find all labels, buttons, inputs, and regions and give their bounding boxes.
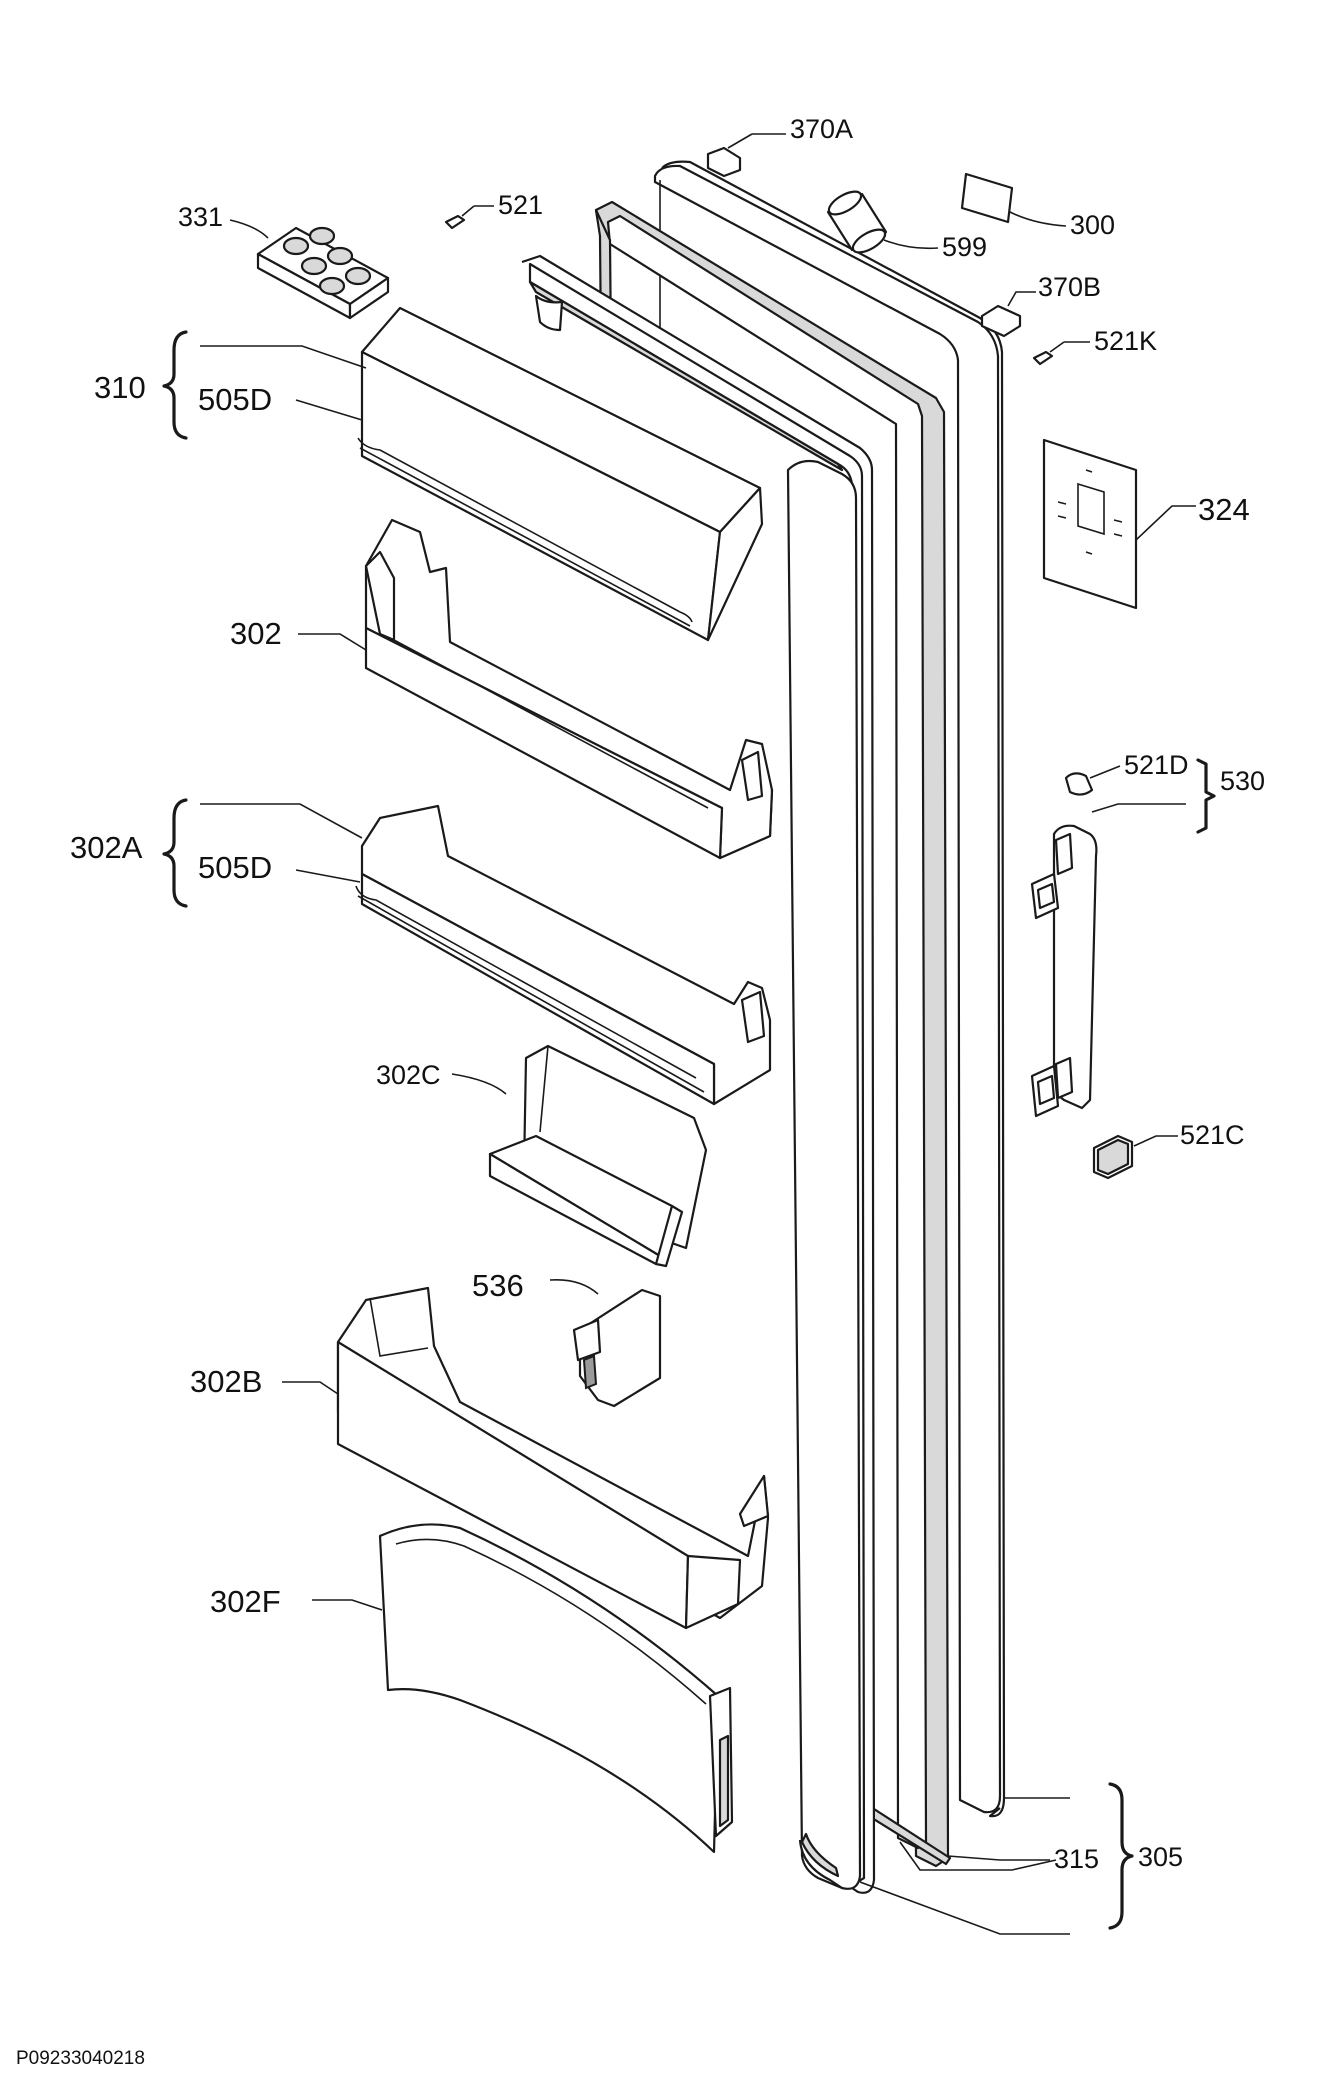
label-302c: 302C [376, 1060, 441, 1090]
shelf-310: 310 505D [94, 306, 764, 642]
label-310: 310 [94, 370, 146, 405]
label-315: 315 [1054, 1844, 1099, 1874]
drawing-code: P09233040218 [16, 2048, 145, 2069]
label-302a: 302A [70, 830, 143, 865]
cylinder-599: 599 [826, 190, 987, 262]
label-521c: 521C [1180, 1120, 1245, 1150]
label-599: 599 [942, 232, 987, 262]
label-521d: 521D [1124, 750, 1189, 780]
label-505d-top: 505D [198, 382, 272, 417]
display-label-324: 324 [1042, 438, 1250, 610]
label-521: 521 [498, 190, 543, 220]
cap-521c: 521C [1092, 1120, 1245, 1180]
handle-530: 521D 530 [1030, 750, 1265, 1118]
egg-tray-331: 331 [178, 202, 390, 320]
small-shelf-302c: 302C [376, 1044, 708, 1268]
label-305: 305 [1138, 1842, 1183, 1872]
label-521k: 521K [1094, 326, 1157, 356]
label-302f: 302F [210, 1584, 281, 1619]
label-370b: 370B [1038, 272, 1101, 302]
label-530: 530 [1220, 766, 1265, 796]
label-536: 536 [472, 1268, 524, 1303]
label-505d-mid: 505D [198, 850, 272, 885]
label-331: 331 [178, 202, 223, 232]
label-300: 300 [1070, 210, 1115, 240]
screw-521: 521 [444, 190, 543, 230]
callouts-315-305: 315 305 [859, 1782, 1183, 1935]
clip-536: 536 [472, 1268, 662, 1408]
label-370a: 370A [790, 114, 853, 144]
label-324: 324 [1198, 492, 1250, 527]
label-302: 302 [230, 616, 282, 651]
door-bin-302b: 302B [190, 1286, 770, 1630]
door-bin-302f: 302F [210, 1523, 734, 1854]
door-shelf-302a: 302A 505D [70, 798, 772, 1106]
plate-300: 300 [960, 172, 1115, 240]
clip-370a: 370A [706, 114, 853, 178]
clip-370b: 370B [980, 272, 1101, 338]
label-302b: 302B [190, 1364, 262, 1399]
bottle-shelf-302: 302 [230, 518, 774, 860]
screw-521k: 521K [1032, 326, 1157, 366]
